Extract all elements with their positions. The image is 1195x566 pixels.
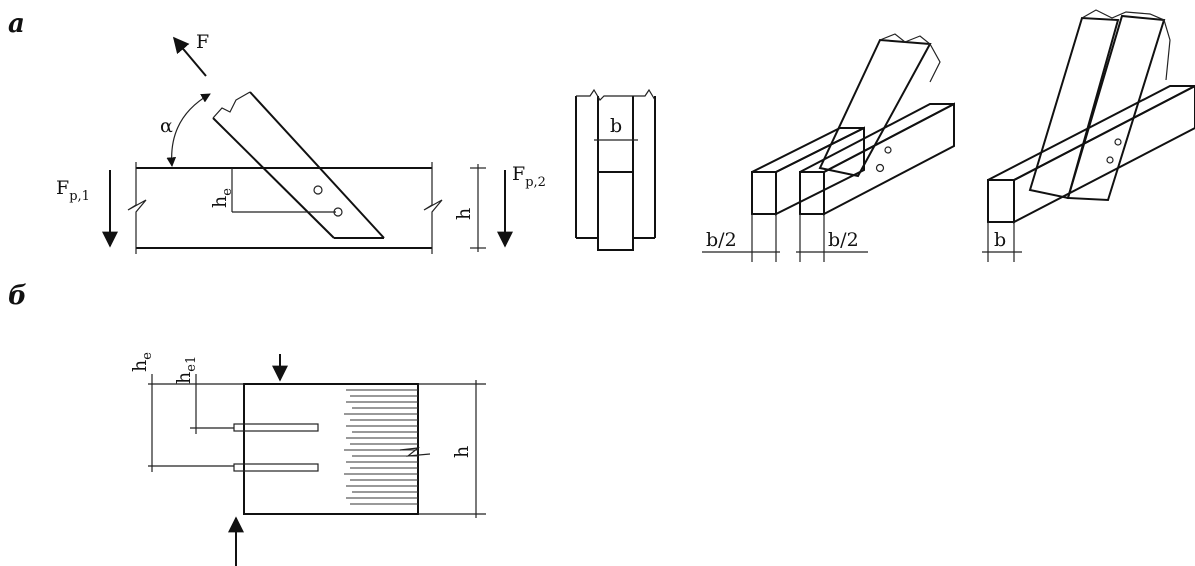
b-half-right-label: b/2 <box>828 229 859 251</box>
he-label: he <box>209 188 235 208</box>
panel-label-b: б <box>8 281 27 311</box>
h-label: h <box>453 208 475 220</box>
cross-section-view <box>575 88 656 251</box>
b-width-label: b <box>610 115 622 137</box>
force-label: F <box>196 31 209 53</box>
plan-view <box>148 354 486 566</box>
hatching <box>344 389 418 505</box>
b-half-left-label: b/2 <box>706 229 737 251</box>
isometric-twin-view <box>982 9 1195 262</box>
angle-label: α <box>160 115 173 137</box>
isometric-double-view <box>702 33 955 262</box>
he-b-label: he <box>129 352 155 372</box>
he1-label: he1 <box>173 356 199 384</box>
h-b-label: h <box>451 446 473 458</box>
beam-side-view <box>102 36 513 254</box>
panel-label-a: а <box>8 9 25 39</box>
b-full-label: b <box>994 229 1006 251</box>
fp1-label: Fp,1 <box>56 177 90 204</box>
fp2-label: Fp,2 <box>512 163 546 190</box>
